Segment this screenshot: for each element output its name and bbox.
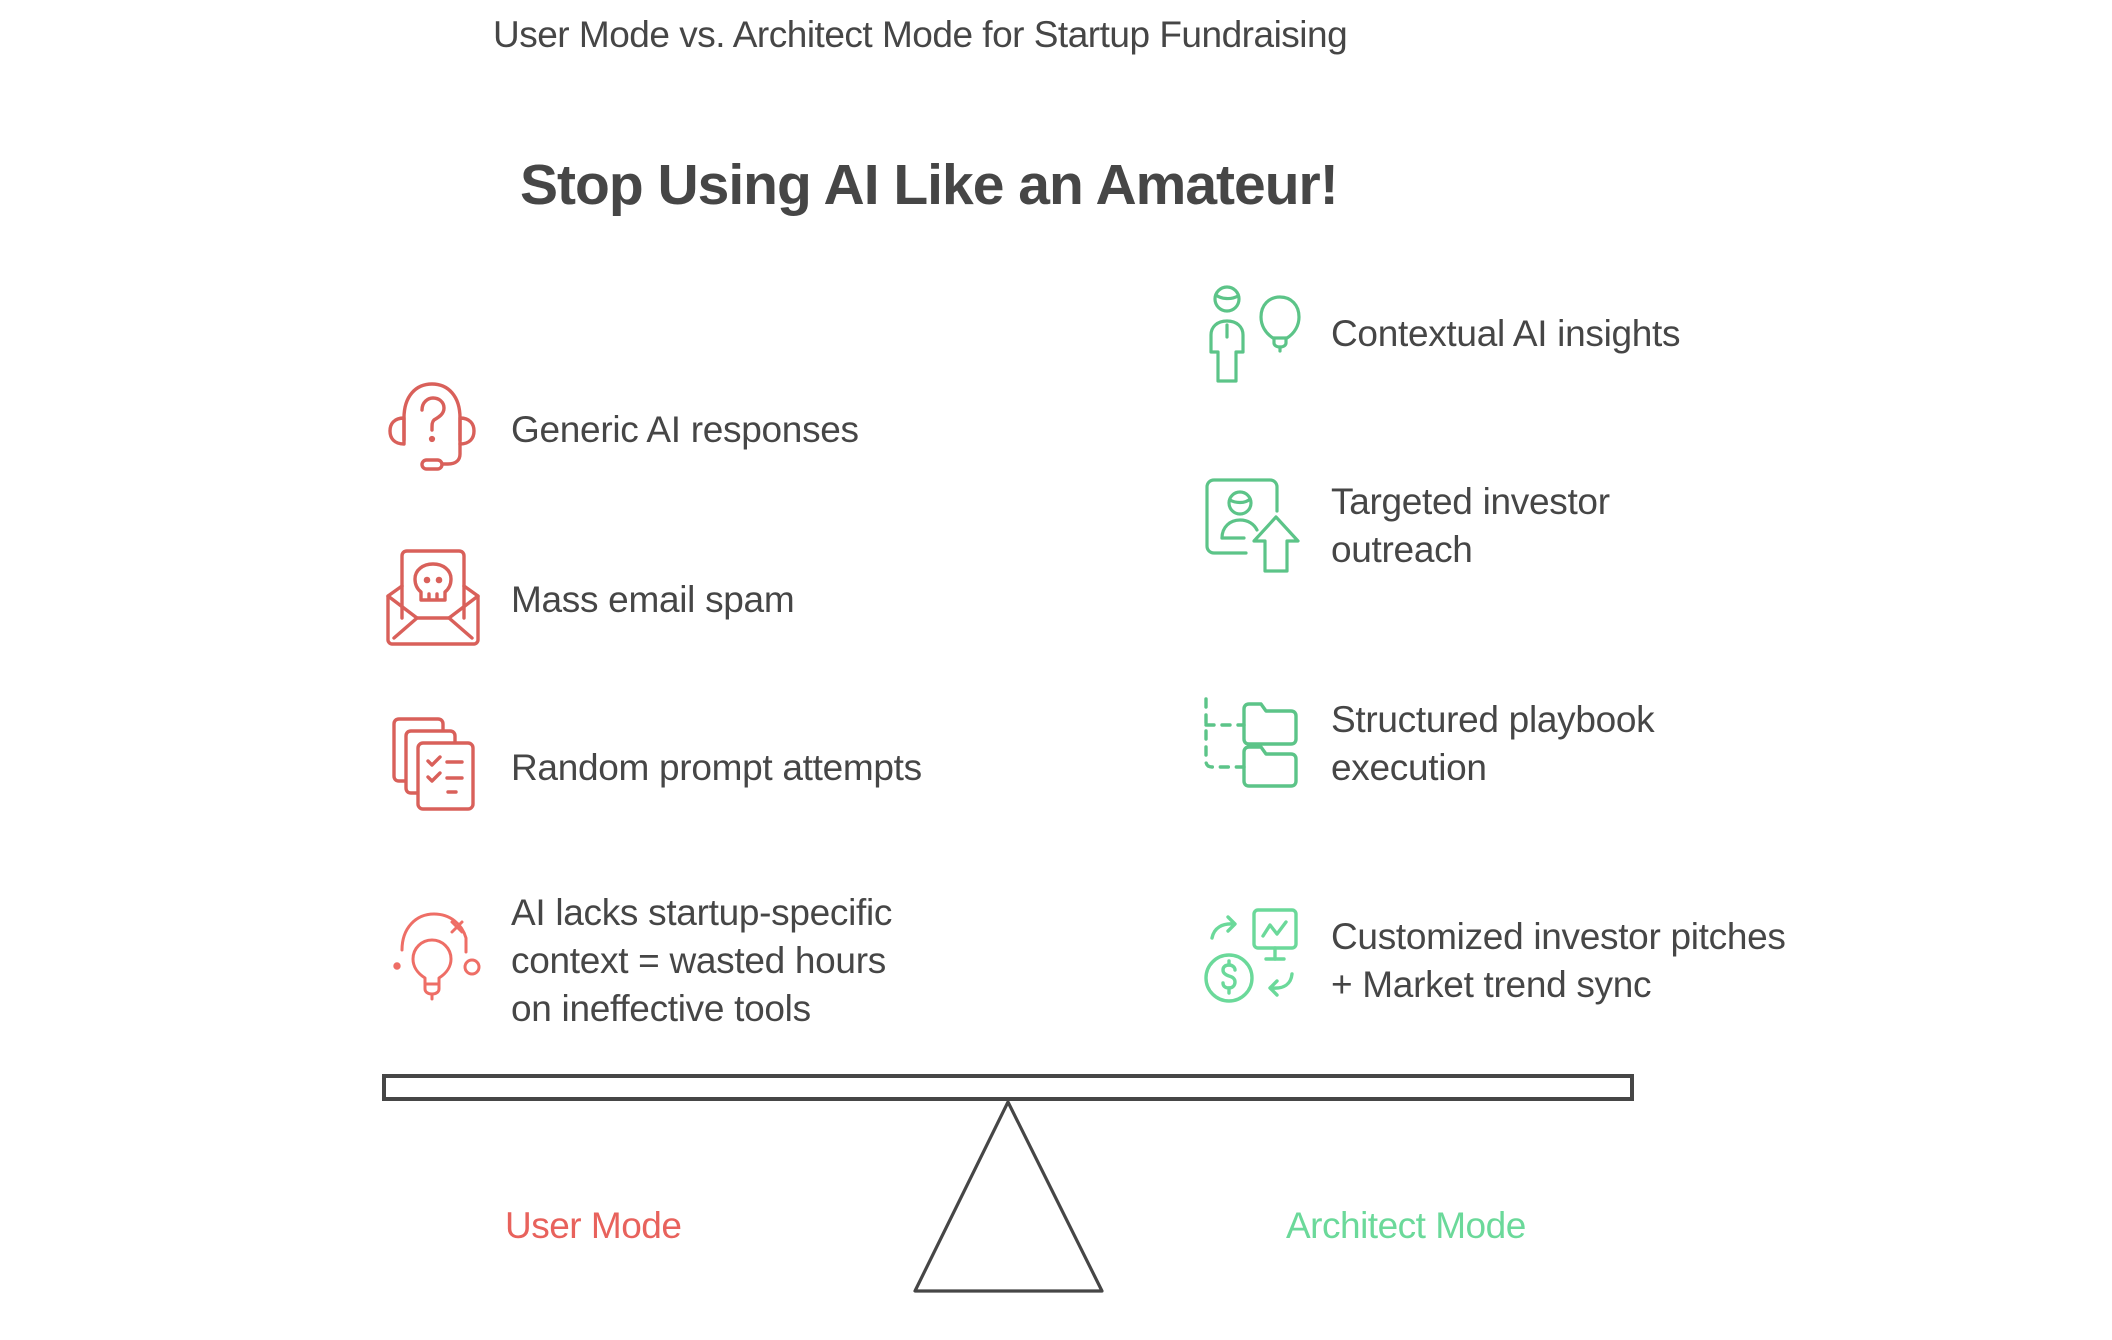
user-mode-item-text: Mass email spam [511, 579, 795, 620]
folder-tree-icon [1204, 697, 1300, 789]
spam-email-skull-icon [384, 548, 482, 648]
architect-mode-item-text: Contextual AI insights [1331, 313, 1681, 354]
seesaw-beam [382, 1074, 1634, 1101]
diagram-title: Stop Using AI Like an Amateur! [520, 153, 1339, 217]
seesaw-fulcrum [913, 1100, 1104, 1293]
profile-upload-icon [1204, 477, 1300, 575]
stacked-checklists-icon [392, 717, 476, 813]
lightbulb-orbit-icon [390, 906, 482, 1002]
user-mode-item-text: Generic AI responses [511, 409, 859, 450]
architect-mode-label: Architect Mode [1286, 1205, 1526, 1246]
money-chart-exchange-icon [1204, 908, 1300, 1004]
headset-question-icon [384, 378, 480, 476]
user-mode-item-text: Random prompt attempts [511, 747, 922, 788]
architect-mode-item-text: Customized investor pitches + Market tre… [1331, 916, 1786, 1005]
user-mode-label: User Mode [505, 1205, 682, 1246]
architect-mode-item-text: Targeted investor outreach [1331, 481, 1610, 570]
user-mode-item-text: AI lacks startup-specific context = wast… [511, 892, 893, 1029]
diagram-subtitle: User Mode vs. Architect Mode for Startup… [493, 14, 1348, 55]
architect-mode-item-text: Structured playbook execution [1331, 699, 1655, 788]
person-idea-icon [1205, 285, 1305, 383]
